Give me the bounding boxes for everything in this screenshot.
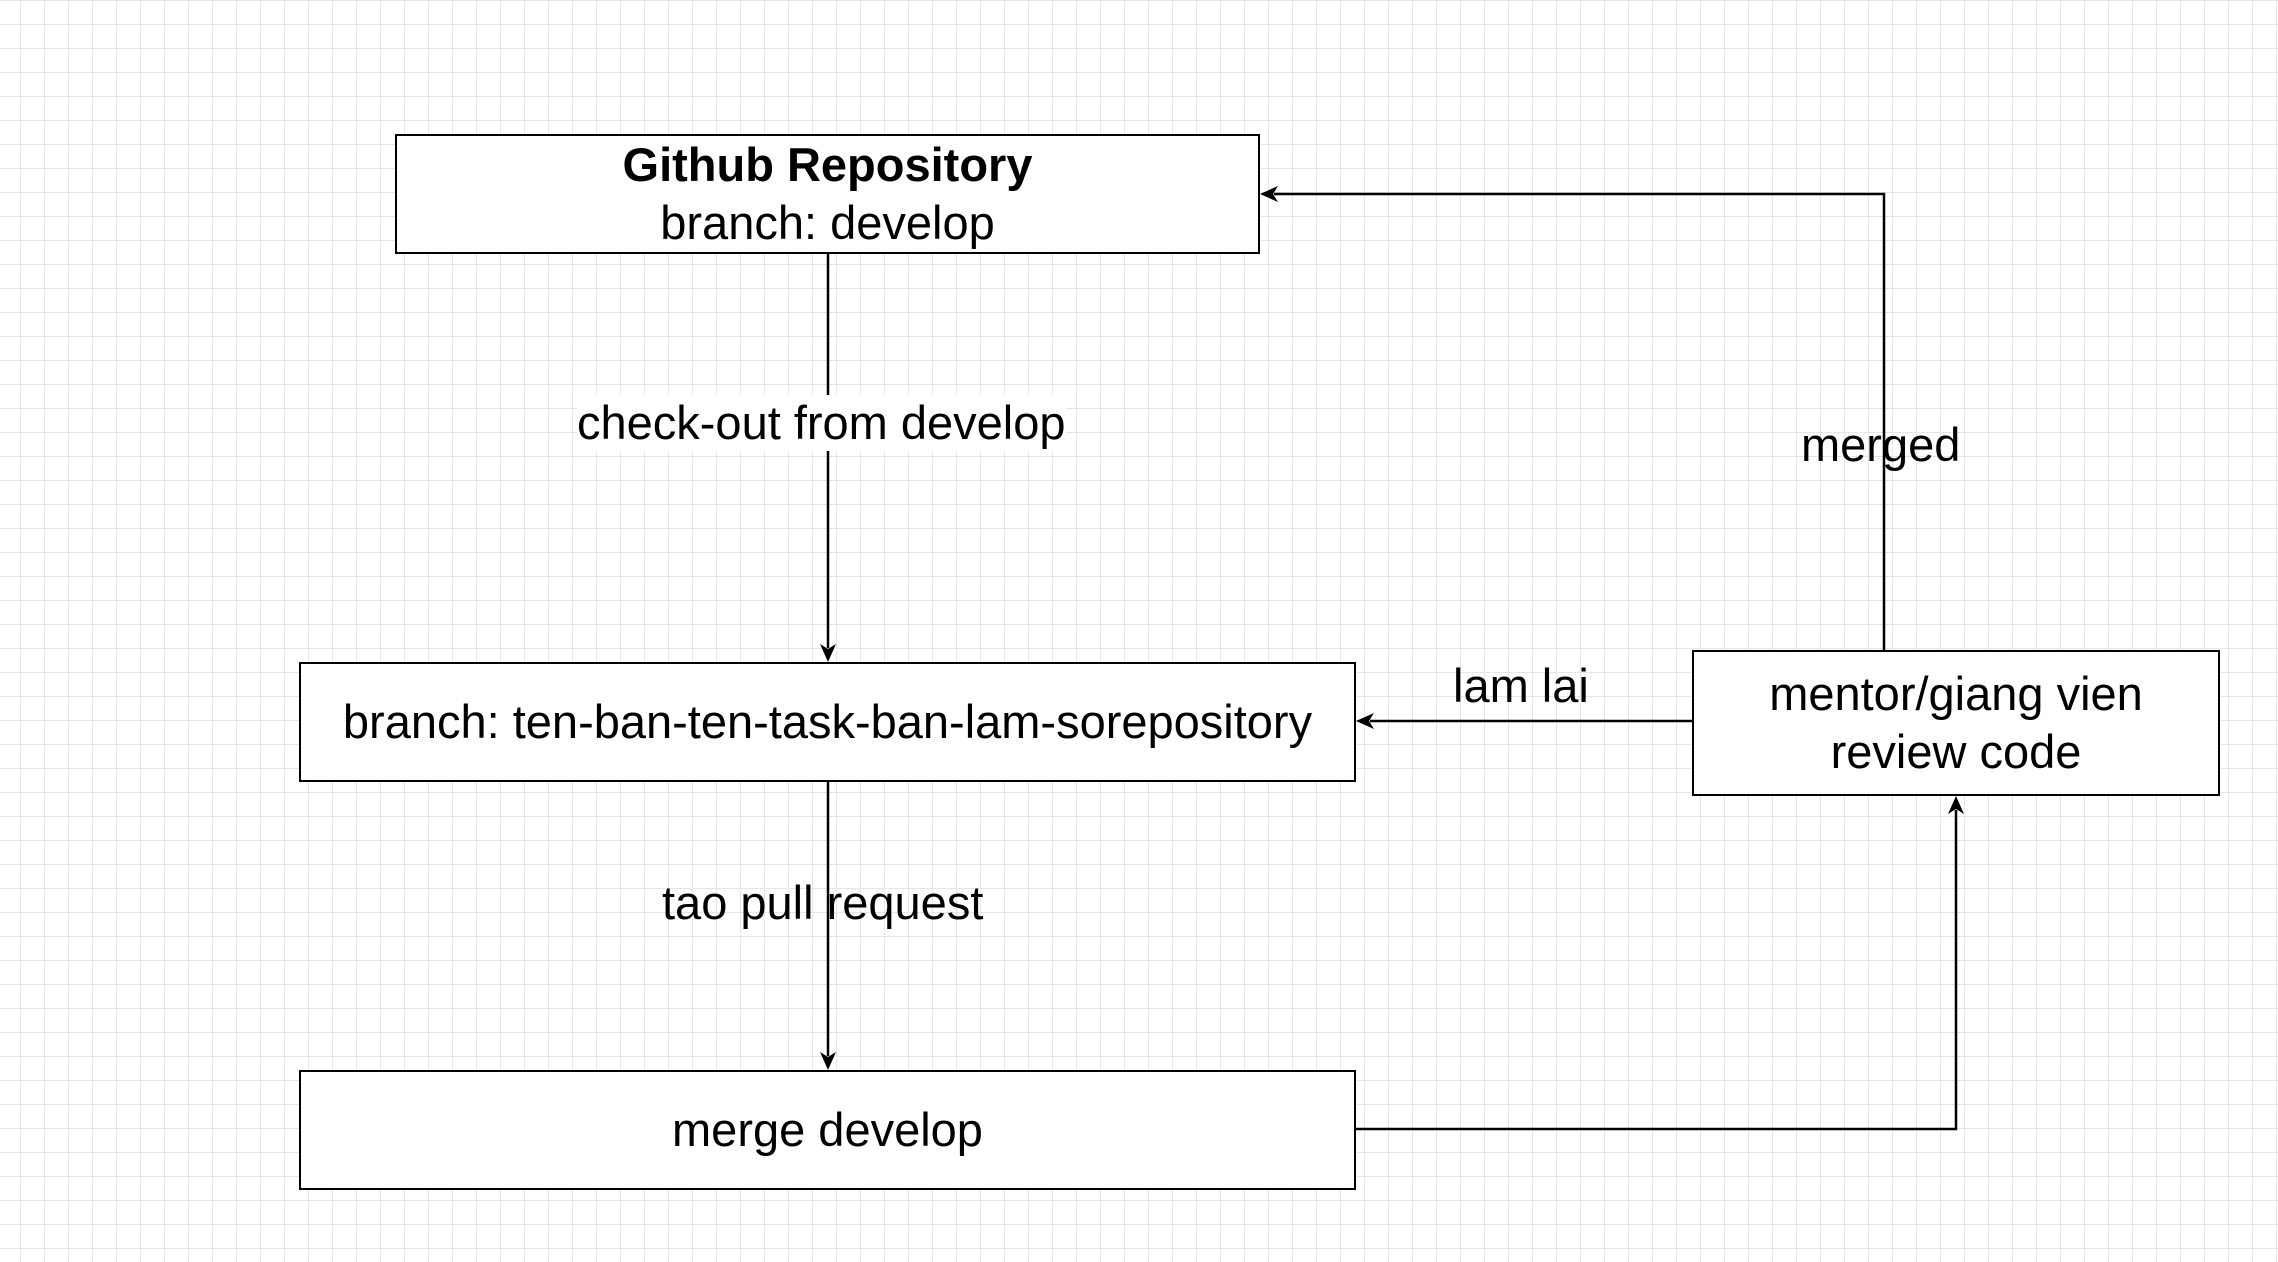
arrowhead-mentor-bottom	[1948, 796, 1964, 814]
node-task-branch[interactable]: branch: ten-ban-ten-task-ban-lam-sorepos…	[299, 662, 1356, 782]
node-github-repository-branch: branch: develop	[660, 196, 995, 249]
node-github-repository[interactable]: Github Repository branch: develop	[395, 134, 1260, 254]
node-task-branch-label: branch: ten-ban-ten-task-ban-lam-sorepos…	[342, 695, 1313, 748]
edge-label-redo: lam lai	[1453, 659, 1589, 712]
node-mentor-review[interactable]: mentor/giang vien review code	[1692, 650, 2220, 796]
node-merge-develop-label: merge develop	[672, 1103, 983, 1156]
arrowhead-repo-right	[1260, 186, 1278, 202]
edge-merged	[1274, 192, 1886, 650]
arrowhead-branch-right	[1356, 713, 1374, 729]
edge-label-checkout: check-out from develop	[577, 395, 1066, 451]
node-mentor-review-line2: review code	[1830, 725, 2082, 778]
node-github-repository-title: Github Repository	[622, 138, 1033, 191]
arrowhead-branch-top	[820, 644, 836, 662]
node-merge-develop[interactable]: merge develop	[299, 1070, 1356, 1190]
edge-label-pull-request: tao pull request	[662, 876, 984, 929]
arrowhead-merge-top	[820, 1052, 836, 1070]
edge-to-review	[1356, 810, 1958, 1131]
node-mentor-review-line1: mentor/giang vien	[1769, 667, 2143, 720]
edge-label-merged: merged	[1801, 418, 1961, 471]
